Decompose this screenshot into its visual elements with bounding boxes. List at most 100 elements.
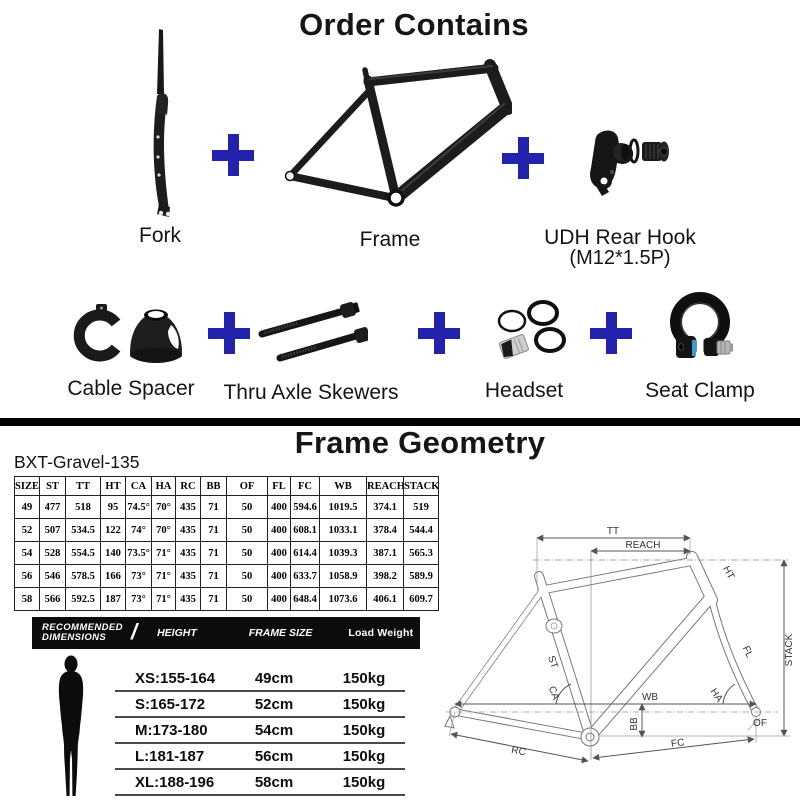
slash-separator: /: [130, 619, 138, 644]
recommended-dimensions-heading: RECOMMENDED DIMENSIONS: [32, 621, 123, 644]
human-silhouette-icon: [58, 655, 84, 796]
geo-cell: 387.1: [366, 541, 404, 565]
geo-cell: 71: [200, 518, 227, 542]
thru-axle-skewers-label: Thru Axle Skewers: [223, 381, 399, 404]
geo-cell: 400: [267, 495, 291, 519]
geo-cell: 1058.9: [319, 564, 367, 588]
geo-cell: 71: [200, 541, 227, 565]
plus-icon: [502, 137, 544, 179]
geo-cell: 54: [14, 541, 40, 565]
geometry-row: 56 546 578.5 166 73° 71° 435 71 50 400 6…: [14, 564, 439, 588]
geo-cell: 566: [39, 587, 66, 611]
geo-cell: 56: [14, 564, 40, 588]
geo-cell: 71°: [151, 587, 176, 611]
geometry-header-row: SIZE ST TT HT CA HA RC BB OF FL FC WB RE…: [14, 476, 439, 496]
height-range: XL:188-196: [135, 774, 215, 791]
geo-cell: 50: [226, 541, 268, 565]
geo-cell: 1033.1: [319, 518, 367, 542]
geo-header: CA: [125, 476, 152, 496]
plus-icon: [208, 312, 250, 354]
frame-size-column-header: FRAME SIZE: [248, 627, 313, 639]
geo-header: BB: [200, 476, 227, 496]
diagram-label-fc: FC: [670, 737, 685, 750]
load-weight: 150kg: [342, 696, 386, 713]
udh-rear-hook-image: [590, 130, 669, 196]
geometry-row: 58 566 592.5 187 73° 71° 435 71 50 400 6…: [14, 587, 439, 611]
geo-cell: 435: [175, 495, 201, 519]
geo-cell: 608.1: [290, 518, 320, 542]
geo-cell: 534.5: [65, 518, 101, 542]
load-weight: 150kg: [342, 670, 386, 687]
cable-spacer-image: [73, 304, 182, 363]
geo-header: HA: [151, 476, 176, 496]
frame-geometry-title: Frame Geometry: [294, 425, 546, 460]
geo-cell: 73.5°: [125, 541, 152, 565]
recommended-line1: RECOMMENDED: [42, 621, 123, 633]
section-divider: [0, 418, 800, 426]
udh-label-line2: (M12*1.5P): [569, 247, 671, 269]
geo-cell: 518: [65, 495, 101, 519]
order-contains-title: Order Contains: [299, 7, 529, 42]
frame-size: 58cm: [254, 774, 294, 791]
geo-cell: 50: [226, 495, 268, 519]
geo-cell: 50: [226, 518, 268, 542]
diagram-label-tt: TT: [607, 526, 619, 537]
size-row: XL:188-196 58cm 150kg: [115, 770, 405, 796]
geo-cell: 58: [14, 587, 40, 611]
geo-cell: 71°: [151, 564, 176, 588]
model-name: BXT-Gravel-135: [14, 452, 140, 472]
frame-image: [284, 59, 512, 207]
geo-cell: 140: [100, 541, 126, 565]
recommended-line2: DIMENSIONS: [42, 632, 107, 643]
geo-cell: 95: [100, 495, 126, 519]
frame-label: Frame: [359, 228, 421, 251]
geo-cell: 398.2: [366, 564, 404, 588]
geo-header: HT: [100, 476, 126, 496]
diagram-label-ca: CA: [546, 685, 561, 702]
height-range: L:181-187: [135, 748, 205, 765]
fork-label: Fork: [139, 224, 181, 247]
geo-cell: 507: [39, 518, 66, 542]
geo-header: SIZE: [14, 476, 40, 496]
frame-size: 56cm: [254, 748, 294, 765]
geo-header: STACK: [403, 476, 439, 496]
geo-header: WB: [319, 476, 367, 496]
geo-cell: 648.4: [290, 587, 320, 611]
diagram-label-ht: HT: [720, 564, 736, 581]
geo-header: ST: [39, 476, 66, 496]
frame-geometry-diagram: TT REACH HT FL STACK HA OF FC RC BB WB C…: [444, 526, 795, 764]
geo-cell: 435: [175, 564, 201, 588]
height-range: XS:155-164: [135, 670, 216, 687]
geo-cell: 592.5: [65, 587, 101, 611]
geo-cell: 166: [100, 564, 126, 588]
diagram-label-fl: FL: [740, 644, 755, 660]
plus-icon: [590, 312, 632, 354]
geo-cell: 406.1: [366, 587, 404, 611]
geo-cell: 50: [226, 587, 268, 611]
seat-clamp-image: [670, 292, 733, 361]
geo-cell: 50: [226, 564, 268, 588]
geo-cell: 400: [267, 587, 291, 611]
geo-cell: 1039.3: [319, 541, 367, 565]
headset-label: Headset: [484, 379, 564, 402]
geo-cell: 477: [39, 495, 66, 519]
thru-axle-skewers-image: [258, 302, 368, 362]
load-weight: 150kg: [342, 774, 386, 791]
geo-cell: 594.6: [290, 495, 320, 519]
load-weight: 150kg: [342, 748, 386, 765]
geo-cell: 71: [200, 495, 227, 519]
size-row: XS:155-164 49cm 150kg: [115, 666, 405, 692]
geo-cell: 589.9: [403, 564, 439, 588]
geo-header: OF: [226, 476, 268, 496]
geo-cell: 74.5°: [125, 495, 152, 519]
geo-cell: 73°: [125, 587, 152, 611]
seat-clamp-label: Seat Clamp: [645, 379, 755, 402]
geo-cell: 400: [267, 541, 291, 565]
geo-cell: 400: [267, 518, 291, 542]
geo-cell: 546: [39, 564, 66, 588]
geo-header: FC: [290, 476, 320, 496]
geo-cell: 435: [175, 518, 201, 542]
geo-cell: 565.3: [403, 541, 439, 565]
diagram-label-bb: BB: [629, 717, 640, 731]
